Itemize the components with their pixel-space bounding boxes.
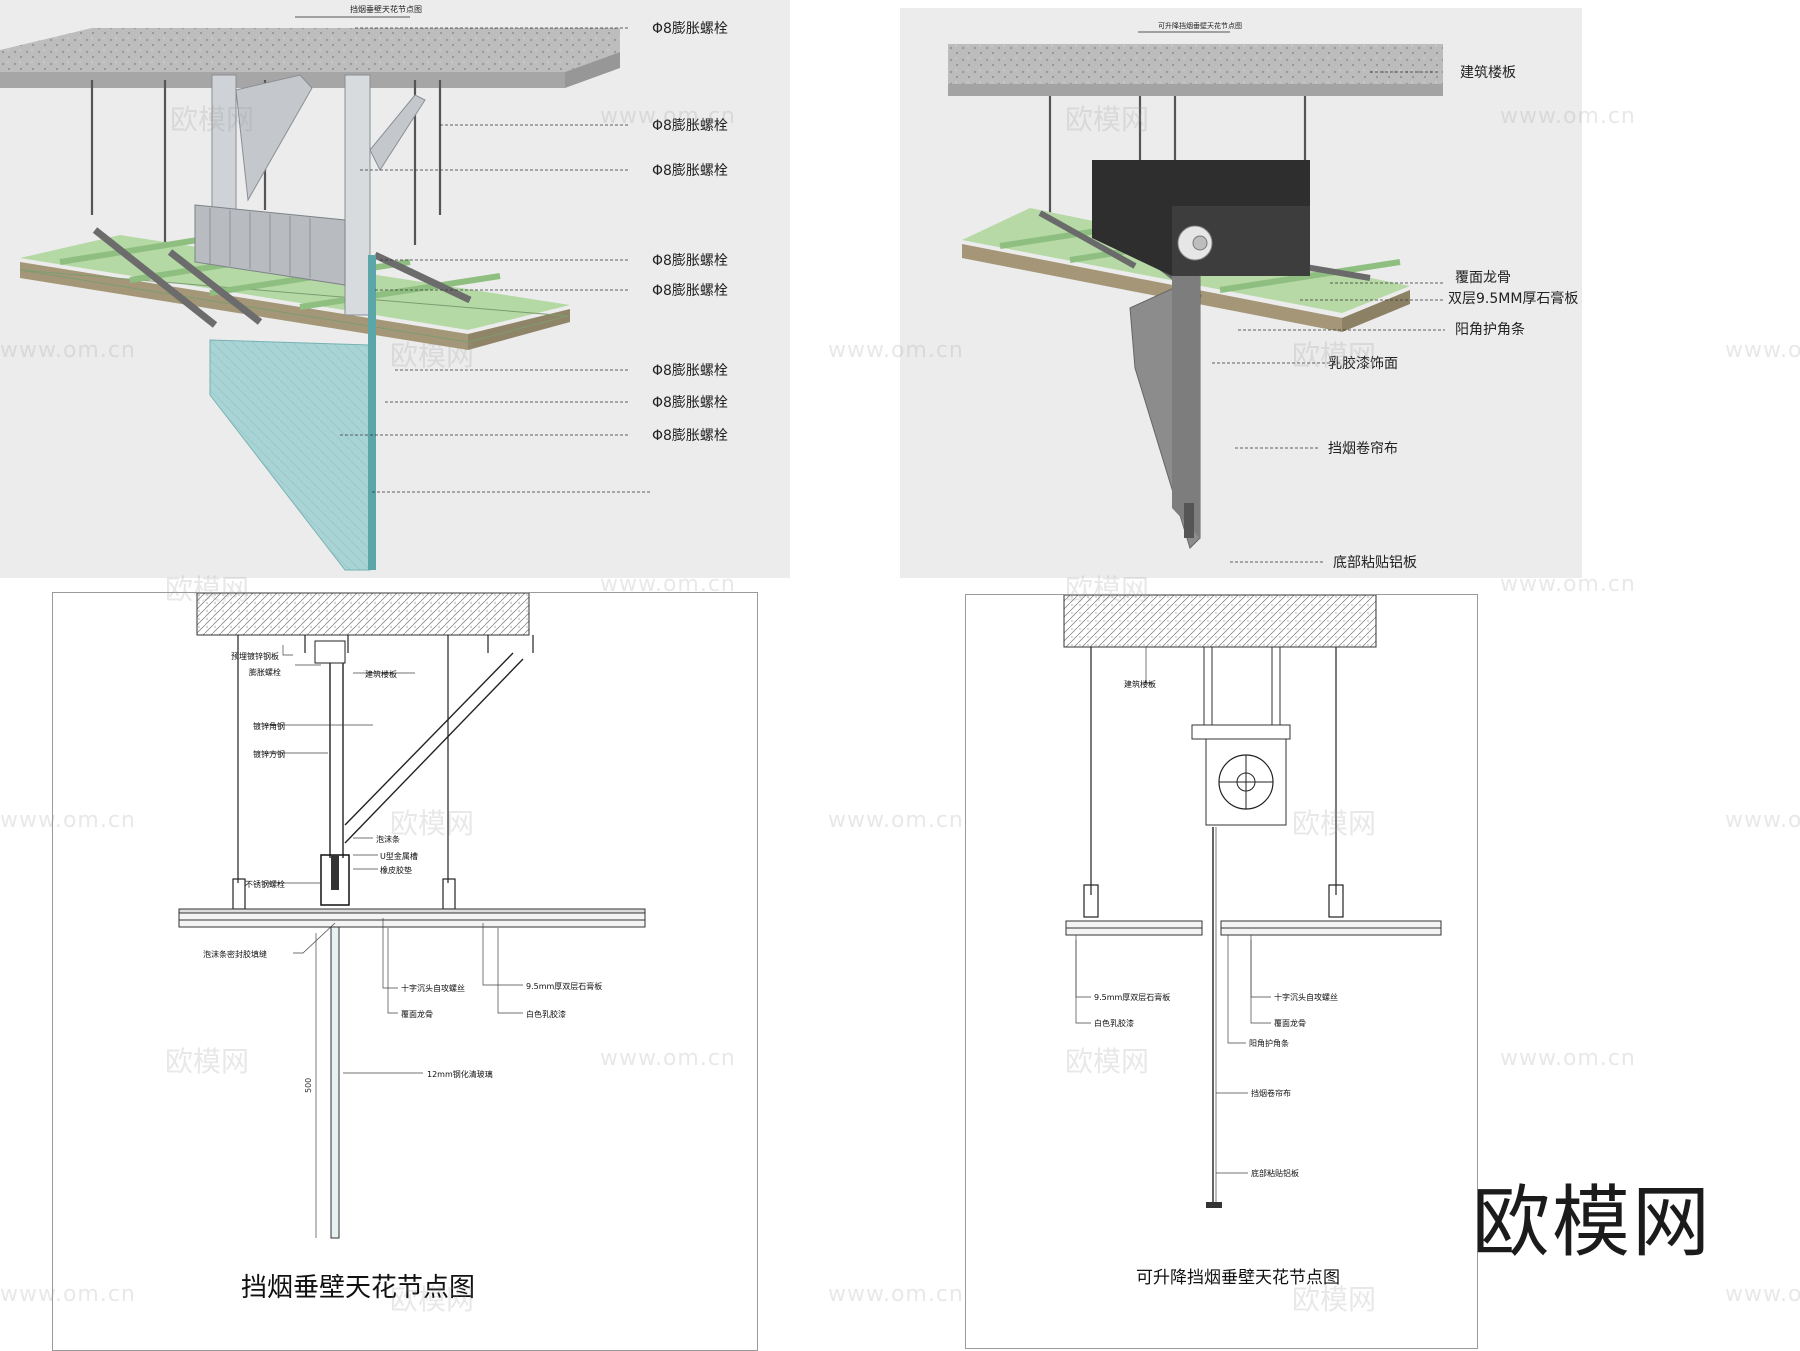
- watermark-url: www.om.cn: [828, 808, 964, 833]
- p3-label-g: U型金属槽: [380, 851, 418, 861]
- p1-small-title: 挡烟垂壁天花节点图: [350, 4, 422, 14]
- bottom-aluminium-plate: [1206, 1202, 1222, 1208]
- glass-panel: [209, 255, 376, 571]
- p3-label-m: 覆面龙骨: [401, 1009, 433, 1019]
- p3-label-o: 12mm钢化清玻璃: [427, 1069, 493, 1079]
- p4-label-a: 建筑楼板: [1124, 679, 1156, 689]
- p1-label-7: Φ8膨胀螺栓: [652, 394, 728, 411]
- p3-label-j: 泡沫条密封胶填缝: [203, 949, 267, 959]
- p3-label-l: 9.5mm厚双层石膏板: [526, 981, 602, 991]
- p3-label-f: 泡沫条: [376, 834, 400, 844]
- p3-labels: 预埋镀锌钢板 膨胀螺栓 建筑楼板 镀锌角钢 镀锌方钢 泡沫条 U型金属槽 橡皮胶…: [203, 651, 602, 1079]
- p3-label-i: 不锈钢螺栓: [245, 879, 285, 889]
- p1-label-6: Φ8膨胀螺栓: [652, 362, 728, 379]
- p3-label-n: 白色乳胶漆: [526, 1009, 566, 1019]
- p2-label-5: 乳胶漆饰面: [1328, 355, 1398, 372]
- watermark-url: www.om.cn: [828, 1282, 964, 1307]
- watermark-url: www.om.cn: [1725, 338, 1800, 363]
- p2-label-4: 阳角护角条: [1455, 321, 1525, 338]
- panel-cad-fixed-smoke-barrier: 500 预埋镀锌钢板 膨胀螺栓 建筑楼板 镀锌角钢 镀锌方钢 泡沫条: [52, 592, 758, 1351]
- p4-label-f: 阳角护角条: [1249, 1038, 1289, 1048]
- p4-label-d: 白色乳胶漆: [1094, 1018, 1134, 1028]
- angle-steel: [344, 652, 514, 826]
- p3-label-a: 预埋镀锌钢板: [231, 651, 279, 661]
- p3-label-h: 橡皮胶垫: [380, 865, 412, 875]
- square-steel-tube: [314, 640, 346, 664]
- p4-label-h: 底部粘贴铝板: [1251, 1168, 1299, 1178]
- roller-icon: [1205, 738, 1287, 826]
- expansion-bolt-icon: [1083, 647, 1344, 918]
- p1-label-5: Φ8膨胀螺栓: [652, 282, 728, 299]
- roller-box: [1092, 160, 1310, 276]
- p2-label-2: 覆面龙骨: [1455, 270, 1511, 286]
- p1-label-3: Φ8膨胀螺栓: [652, 162, 728, 179]
- p1-label-1: Φ8膨胀螺栓: [652, 20, 728, 37]
- panel-3d-fixed-smoke-barrier: 挡烟垂壁天花节点图: [0, 0, 790, 578]
- p1-labels: Φ8膨胀螺栓 Φ8膨胀螺栓 Φ8膨胀螺栓 Φ8膨胀螺栓 Φ8膨胀螺栓 Φ8膨胀螺…: [652, 20, 728, 444]
- p4-label-g: 挡烟卷帘布: [1251, 1088, 1291, 1098]
- panel-3d-liftable-smoke-barrier: 可升降挡烟垂壁天花节点图: [900, 8, 1582, 578]
- p3-label-e: 镀锌方钢: [253, 749, 285, 759]
- p1-label-8: Φ8膨胀螺栓: [652, 427, 728, 444]
- p2-leader-lines: [1212, 71, 1445, 563]
- gypsum-board: [178, 912, 646, 921]
- p3-caption: 挡烟垂壁天花节点图: [241, 1273, 476, 1303]
- concrete-slab-icon: [948, 44, 1443, 96]
- p1-label-4: Φ8膨胀螺栓: [652, 252, 728, 269]
- p2-labels: 建筑楼板 覆面龙骨 双层9.5MM厚石膏板 阳角护角条 乳胶漆饰面 挡烟卷帘布 …: [1328, 65, 1578, 571]
- p2-label-3: 双层9.5MM厚石膏板: [1448, 290, 1578, 307]
- cad-fixed-barrier: 500 预埋镀锌钢板 膨胀螺栓 建筑楼板 镀锌角钢 镀锌方钢 泡沫条: [178, 593, 646, 1239]
- p3-label-b: 膨胀螺栓: [249, 667, 281, 677]
- render-liftable-barrier: 可升降挡烟垂壁天花节点图: [948, 21, 1578, 571]
- p4-label-b: 9.5mm厚双层石膏板: [1094, 992, 1170, 1002]
- p2-small-title: 可升降挡烟垂壁天花节点图: [1158, 21, 1242, 30]
- glass-12mm: [330, 912, 340, 1239]
- p1-label-2: Φ8膨胀螺栓: [652, 117, 728, 134]
- p2-label-7: 底部粘贴铝板: [1333, 555, 1417, 571]
- p4-labels: 建筑楼板 9.5mm厚双层石膏板 十字沉头自攻螺丝 白色乳胶漆 覆面龙骨 阳角护…: [1094, 679, 1338, 1178]
- p4-leaders: [1075, 647, 1271, 1174]
- p4-caption: 可升降挡烟垂壁天花节点图: [1136, 1268, 1340, 1288]
- p3-dim: 500: [304, 1078, 313, 1093]
- cad-liftable-barrier: 建筑楼板 9.5mm厚双层石膏板 十字沉头自攻螺丝 白色乳胶漆 覆面龙骨 阳角护…: [1063, 595, 1442, 1208]
- p3-label-d: 镀锌角钢: [253, 721, 285, 731]
- p4-label-e: 覆面龙骨: [1274, 1018, 1306, 1028]
- brand-logo: 欧模网: [1472, 1178, 1713, 1268]
- p3-leaders: [263, 645, 523, 1074]
- watermark-url: www.om.cn: [1500, 1046, 1636, 1071]
- steel-frame: [194, 74, 426, 316]
- gypsum-board-left: [1065, 920, 1203, 929]
- p3-label-k: 十字沉头自攻螺丝: [401, 983, 465, 993]
- smoke-curtain: [1129, 275, 1201, 549]
- p4-label-c: 十字沉头自攻螺丝: [1274, 992, 1338, 1002]
- p2-label-6: 挡烟卷帘布: [1328, 441, 1398, 457]
- concrete-slab-icon: [0, 28, 620, 88]
- p2-label-1: 建筑楼板: [1460, 65, 1516, 81]
- panel-cad-liftable-smoke-barrier: 建筑楼板 9.5mm厚双层石膏板 十字沉头自攻螺丝 白色乳胶漆 覆面龙骨 阳角护…: [965, 594, 1478, 1349]
- p3-label-c: 建筑楼板: [365, 669, 397, 679]
- gypsum-board-right: [1220, 920, 1442, 929]
- watermark-url: www.om.cn: [1725, 808, 1800, 833]
- watermark-url: www.om.cn: [1725, 1282, 1800, 1307]
- p1-leader-lines: [340, 27, 650, 493]
- render-fixed-barrier: 挡烟垂壁天花节点图: [0, 4, 728, 571]
